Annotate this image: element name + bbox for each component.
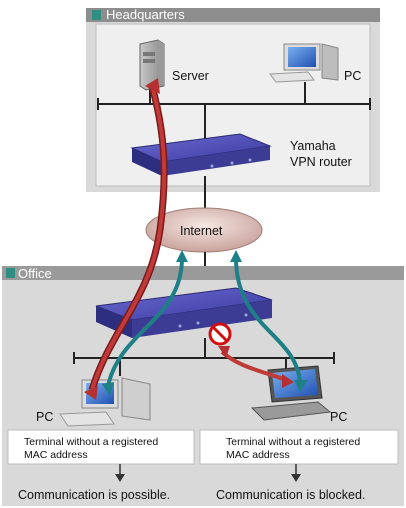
hq-pc-label: PC [344, 69, 361, 83]
red-arrow-head-top [145, 78, 160, 94]
teal-arrow-left-top [176, 250, 188, 262]
red-path [90, 85, 167, 391]
red-arrow-head-bottom [84, 386, 98, 400]
blocked-icon [208, 322, 232, 346]
desktop-pc-icon [269, 43, 339, 83]
server-label: Server [172, 69, 209, 83]
left-note-line1: Terminal without a registered [24, 436, 158, 448]
router-label-line2: VPN router [290, 155, 352, 169]
right-note-box: Terminal without a registered MAC addres… [199, 429, 399, 465]
down-arrow-icon-right [291, 464, 301, 482]
down-arrow-icon [115, 464, 125, 482]
headquarters-title: Headquarters [106, 7, 185, 22]
red-blocked-arrow-bottom [282, 374, 294, 388]
left-result: Communication is possible. [18, 488, 170, 502]
office-pc-right-label: PC [330, 410, 347, 424]
server-icon [139, 39, 165, 91]
hq-lan-bus [97, 82, 371, 140]
right-result: Communication is blocked. [216, 488, 365, 502]
teal-arrow-right-top [230, 250, 242, 262]
router-label-line1: Yamaha [290, 139, 336, 153]
teal-arrow-left-bottom [102, 382, 114, 396]
right-note-line1: Terminal without a registered [226, 436, 360, 448]
internet-label: Internet [180, 224, 223, 238]
teal-path-left [106, 257, 184, 387]
left-note-box: Terminal without a registered MAC addres… [7, 429, 195, 465]
office-pc-left-label: PC [36, 410, 53, 424]
red-blocked-path [220, 350, 287, 382]
teal-path-right [234, 257, 302, 383]
left-note-line2: MAC address [24, 449, 88, 461]
red-blocked-arrow-top [218, 346, 230, 358]
teal-arrow-right-bottom [294, 380, 308, 392]
office-title: Office [18, 266, 52, 281]
right-note-line2: MAC address [226, 449, 290, 461]
